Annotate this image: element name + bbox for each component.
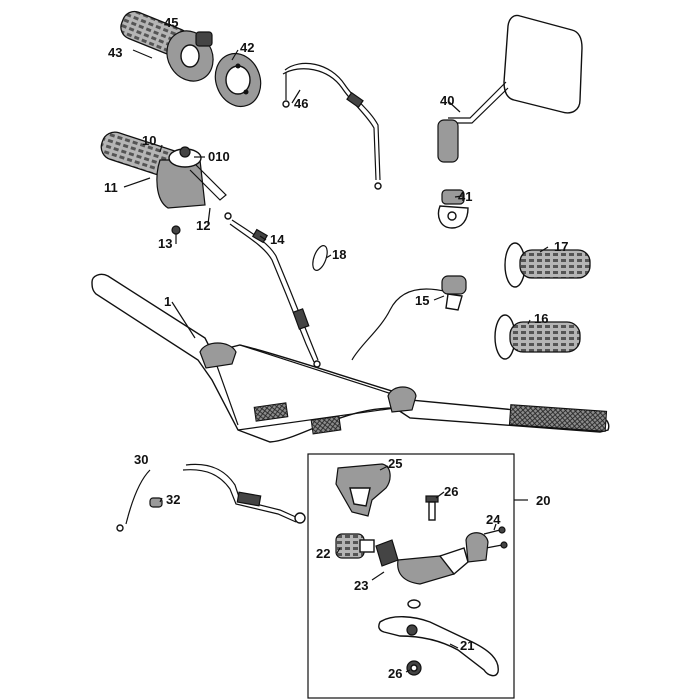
leader-lines (123, 49, 549, 673)
part-labels: 45 43 42 46 40 10 010 11 12 13 14 18 41 … (104, 15, 568, 681)
label-1: 1 (164, 294, 171, 309)
label-26-upper: 26 (444, 484, 458, 499)
bolt-part-26-upper (425, 495, 439, 521)
label-40: 40 (440, 93, 454, 108)
label-14: 14 (270, 232, 285, 247)
mirror-part-40 (437, 14, 583, 163)
throttle-cable-part-46 (282, 62, 382, 190)
grip-part-17 (504, 242, 591, 288)
label-010: 010 (208, 149, 230, 164)
label-10: 10 (142, 133, 156, 148)
throttle-grip-part-45 (120, 10, 214, 82)
throttle-assembly-part-10 (100, 131, 227, 209)
label-15: 15 (415, 293, 429, 308)
mirror-clamp-part-41 (437, 189, 469, 229)
label-23: 23 (354, 578, 368, 593)
label-17: 17 (554, 239, 568, 254)
label-46: 46 (294, 96, 308, 111)
label-24: 24 (486, 512, 501, 527)
clutch-lever-assembly-part-20 (307, 453, 528, 699)
label-12: 12 (196, 218, 210, 233)
label-32: 32 (166, 492, 180, 507)
grip-part-16 (494, 314, 581, 360)
kill-switch-part-15 (351, 275, 467, 361)
clamp-bolts-part-24 (465, 526, 508, 563)
label-22: 22 (316, 546, 330, 561)
label-20: 20 (536, 493, 550, 508)
label-13: 13 (158, 236, 172, 251)
label-11: 11 (104, 180, 118, 195)
label-43: 43 (108, 45, 122, 60)
clutch-lever-part-21 (378, 599, 499, 677)
label-16: 16 (534, 311, 548, 326)
adjuster-part-22 (335, 533, 375, 559)
bolt-part-13 (171, 225, 181, 244)
label-41: 41 (458, 189, 472, 204)
clutch-cable-part-30 (116, 463, 306, 532)
label-25: 25 (388, 456, 402, 471)
label-42: 42 (240, 40, 254, 55)
label-45: 45 (164, 15, 178, 30)
lever-perch-part-23 (375, 539, 469, 585)
label-30: 30 (134, 452, 148, 467)
throttle-housing-cover-part-42 (214, 52, 262, 108)
label-18: 18 (332, 247, 346, 262)
nut-part-26-lower (406, 660, 422, 676)
cable-sleeve-part-32 (149, 497, 163, 508)
lever-cover-part-25 (335, 463, 391, 517)
label-26-lower: 26 (388, 666, 402, 681)
handlebar-part-1 (91, 273, 610, 443)
label-21: 21 (460, 638, 474, 653)
cable-tie-part-18 (312, 245, 328, 271)
